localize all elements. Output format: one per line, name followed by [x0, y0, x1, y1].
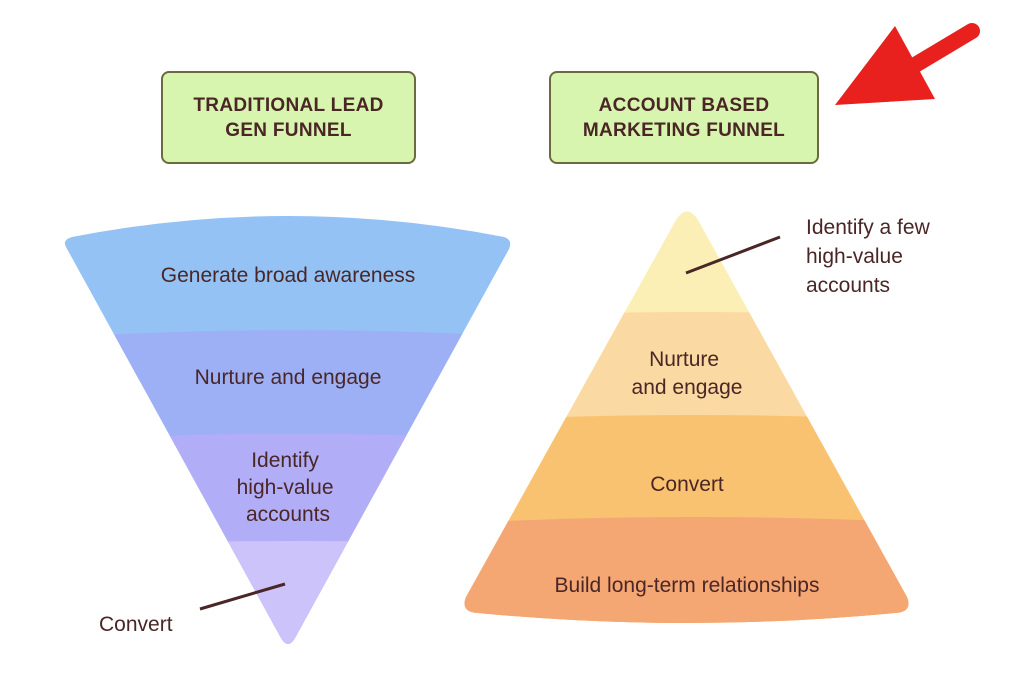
- abm-stage-1-label: Identify a few high-value accounts: [806, 216, 936, 297]
- traditional-stage-4-label: Convert: [99, 613, 173, 636]
- abm-funnel-title-line-1: ACCOUNT BASED: [598, 94, 770, 116]
- abm-stage-4-label: Build long-term relationships: [555, 574, 820, 597]
- convert-callout-line: [199, 582, 286, 611]
- traditional-stage-2-label: Nurture and engage: [195, 366, 382, 389]
- abm-funnel-title: ACCOUNT BASED MARKETING FUNNEL: [549, 71, 819, 164]
- traditional-funnel-title-line-1: TRADITIONAL LEAD: [193, 94, 384, 116]
- abm-stage-3-label: Convert: [650, 473, 724, 496]
- red-arrow-icon: [835, 23, 980, 105]
- traditional-funnel-title: TRADITIONAL LEAD GEN FUNNEL: [161, 71, 416, 164]
- traditional-stage-3-label: Identify high-value accounts: [237, 449, 340, 526]
- identify-callout-line: [685, 235, 781, 275]
- abm-stage-2-label: Nurture and engage: [632, 348, 743, 399]
- abm-stage-4-band: [464, 517, 909, 623]
- abm-funnel-title-line-2: MARKETING FUNNEL: [582, 119, 786, 141]
- traditional-stage-1-label: Generate broad awareness: [161, 264, 416, 287]
- traditional-funnel-title-line-2: GEN FUNNEL: [225, 119, 352, 141]
